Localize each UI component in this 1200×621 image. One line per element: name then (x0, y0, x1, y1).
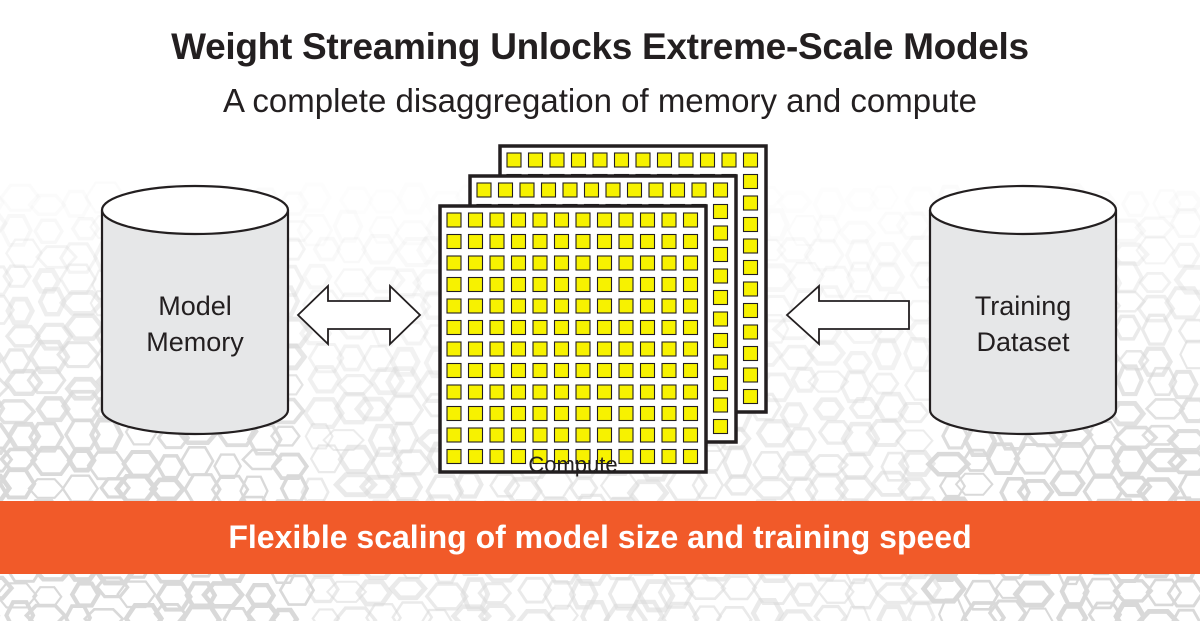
left-arrow-icon (785, 284, 910, 346)
training-dataset-cylinder: Training Dataset (928, 184, 1118, 436)
page-title: Weight Streaming Unlocks Extreme-Scale M… (171, 26, 1029, 67)
compute-wafer-front (438, 204, 708, 474)
training-dataset-label: Training Dataset (974, 291, 1072, 357)
bidirectional-arrow-icon (296, 284, 422, 346)
banner: Flexible scaling of model size and train… (0, 501, 1200, 574)
page-subtitle: A complete disaggregation of memory and … (223, 82, 977, 119)
compute-label: Compute (528, 452, 618, 477)
model-memory-label: Model Memory (146, 291, 244, 357)
banner-text: Flexible scaling of model size and train… (228, 519, 972, 555)
model-memory-cylinder: Model Memory (100, 184, 290, 436)
